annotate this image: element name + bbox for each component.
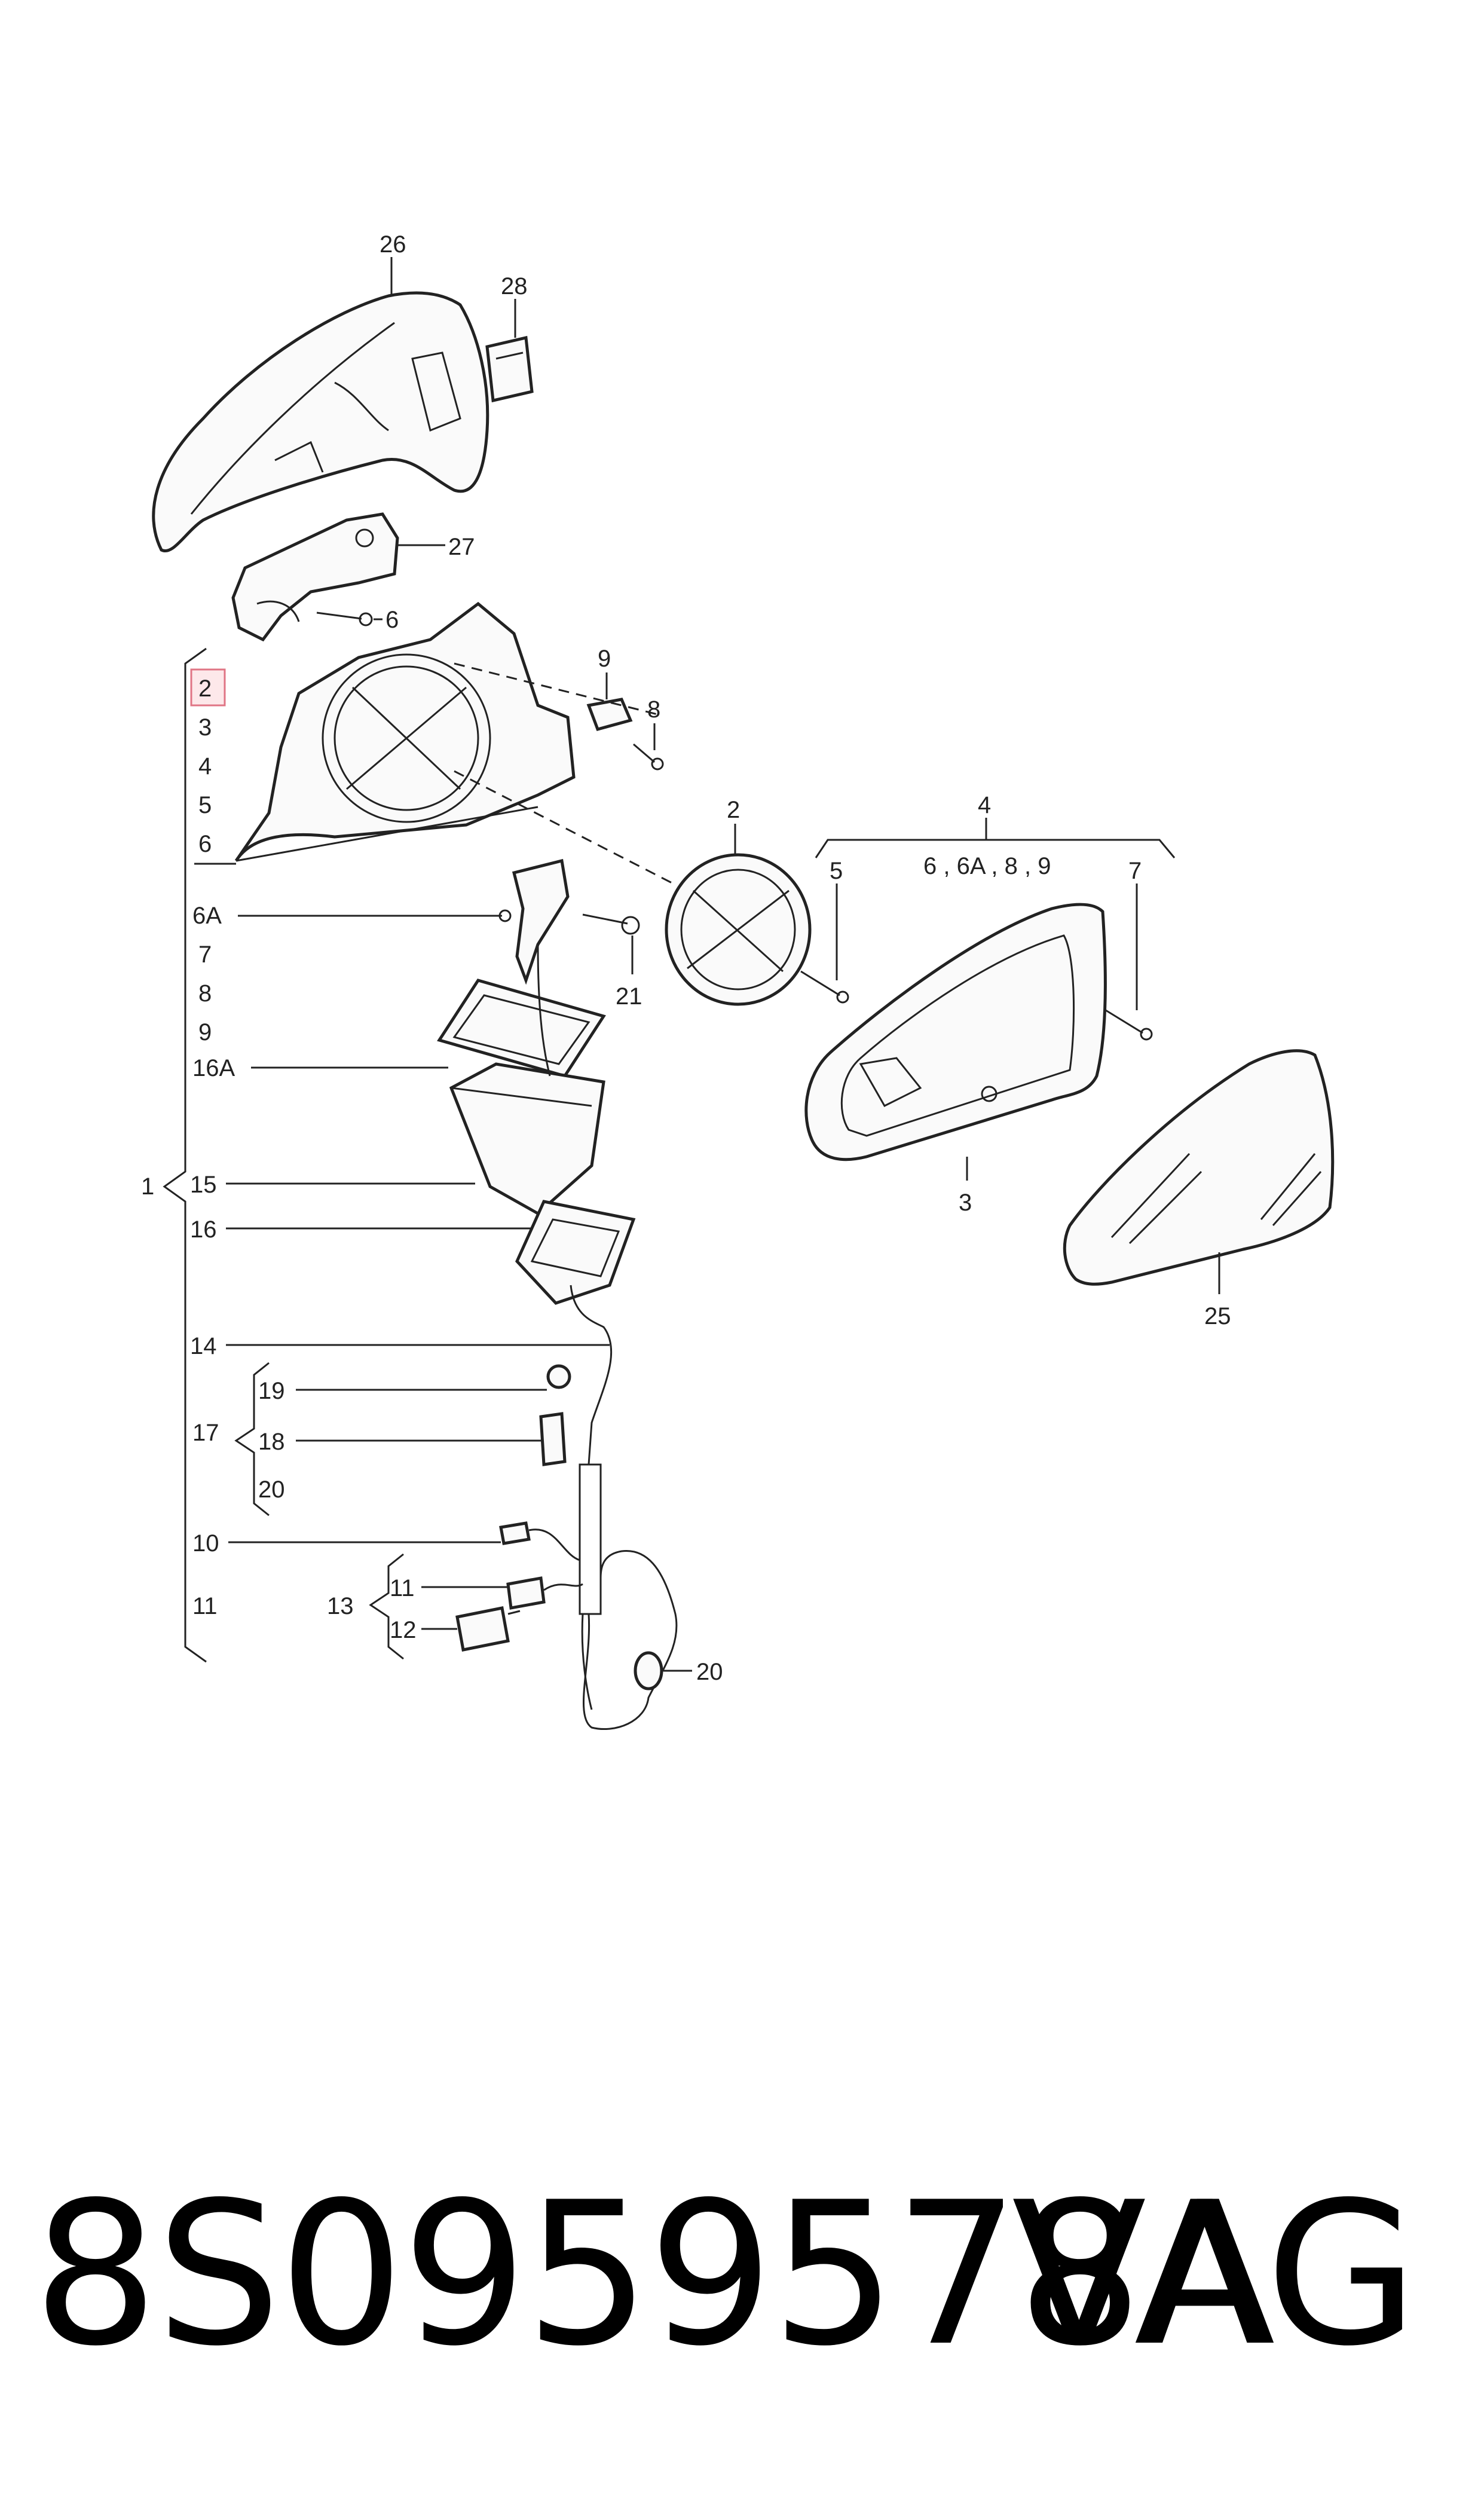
list-item-12: 12 bbox=[390, 1617, 417, 1643]
list-item-4: 4 bbox=[198, 753, 212, 779]
list-item-3: 3 bbox=[198, 714, 212, 741]
list-item-11: 11 bbox=[192, 1593, 218, 1619]
list-item-2: 2 bbox=[198, 675, 212, 702]
callout-3: 3 bbox=[959, 1190, 972, 1216]
list-item-8: 8 bbox=[198, 980, 212, 1007]
callout-25: 25 bbox=[1204, 1303, 1231, 1329]
callout-2: 2 bbox=[727, 797, 740, 823]
mirror-foot-15 bbox=[449, 1062, 605, 1216]
part-number: 8S0959578A bbox=[33, 2160, 1275, 2389]
list-item-20: 20 bbox=[258, 1476, 285, 1503]
callout-6-top: 6 bbox=[385, 607, 399, 633]
list-item-18: 18 bbox=[258, 1429, 285, 1455]
callout-8: 8 bbox=[647, 696, 660, 723]
list-item-6: 6 bbox=[198, 831, 212, 857]
gasket-16A bbox=[437, 979, 606, 1078]
brand-label: VAG bbox=[1011, 2160, 1418, 2389]
callout-21: 21 bbox=[616, 983, 642, 1010]
mirror-cover-26 bbox=[152, 291, 489, 553]
adjuster-plate-2 bbox=[665, 853, 812, 1006]
clip-28 bbox=[485, 335, 534, 403]
list-item-15: 15 bbox=[190, 1172, 217, 1198]
callout-9: 9 bbox=[598, 646, 611, 672]
callout-4-sub: 6 , 6A , 8 , 9 bbox=[923, 853, 1051, 879]
gasket-16 bbox=[515, 1200, 636, 1305]
callout-26: 26 bbox=[380, 231, 406, 258]
list-item-14: 14 bbox=[190, 1333, 217, 1359]
group-13-label: 13 bbox=[327, 1593, 354, 1619]
indicator-bracket-27 bbox=[231, 512, 399, 642]
group-1-label: 1 bbox=[141, 1173, 154, 1200]
list-item-19: 19 bbox=[258, 1378, 285, 1404]
list-item-10: 10 bbox=[192, 1530, 219, 1557]
list-item-7: 7 bbox=[198, 941, 212, 968]
callout-28: 28 bbox=[501, 273, 528, 299]
list-item-11b: 11 bbox=[390, 1575, 415, 1601]
list-item-16: 16 bbox=[190, 1216, 217, 1243]
mirror-housing-base bbox=[234, 601, 576, 862]
callout-20-bottom: 20 bbox=[696, 1659, 723, 1685]
callout-4: 4 bbox=[978, 792, 991, 818]
callout-5: 5 bbox=[830, 858, 843, 884]
group-17-label: 17 bbox=[192, 1420, 219, 1446]
list-item-16A: 16A bbox=[192, 1055, 235, 1081]
list-item-9: 9 bbox=[198, 1019, 212, 1045]
mirror-carrier-3 bbox=[804, 903, 1107, 1161]
callout-27: 27 bbox=[448, 534, 475, 560]
exploded-parts-diagram: 26 28 27 6 9 8 2 4 bbox=[141, 231, 1335, 1731]
list-item-6A: 6A bbox=[192, 903, 222, 929]
mirror-glass-25 bbox=[1063, 1049, 1335, 1286]
callout-7: 7 bbox=[1128, 858, 1142, 884]
list-item-5: 5 bbox=[198, 792, 212, 818]
